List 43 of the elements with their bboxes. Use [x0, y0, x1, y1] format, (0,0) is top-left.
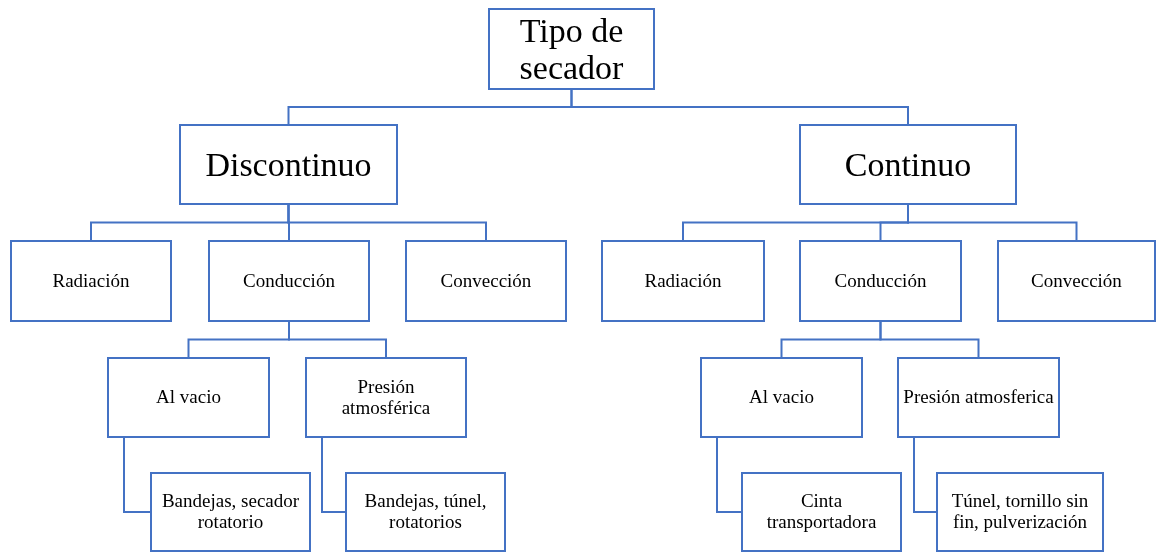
- type-box: [345, 472, 506, 552]
- category-box: [799, 124, 1017, 205]
- category-box: [179, 124, 398, 205]
- type-box: [741, 472, 902, 552]
- node-label: Presión atmosferica: [903, 387, 1054, 408]
- node-label: Bandejas, túnel, rotatorios: [363, 491, 488, 533]
- node-label: Tipo de secador: [518, 11, 625, 87]
- node-label: Conducción: [243, 270, 335, 292]
- node-label: Convección: [1031, 270, 1122, 292]
- node-label: Al vacio: [156, 387, 221, 408]
- connector-line: [288, 321, 387, 358]
- type-box: [405, 240, 567, 322]
- node-label: Presión atmosférica: [340, 376, 432, 419]
- type-box: [936, 472, 1104, 552]
- type-box: [305, 357, 467, 438]
- category-box: [488, 8, 655, 90]
- node-label: Cinta transportadora: [765, 491, 878, 533]
- node-label: Discontinuo: [205, 145, 372, 184]
- node-label: Bandejas, secador rotatorio: [160, 491, 301, 533]
- connector-line: [716, 437, 742, 513]
- connector-line: [570, 89, 909, 125]
- node-label: Al vacio: [749, 387, 814, 408]
- node-label: Conducción: [834, 270, 927, 292]
- connector-line: [907, 204, 1078, 241]
- node-label: Radiación: [52, 270, 130, 292]
- type-box: [601, 240, 765, 322]
- connector-line: [287, 204, 487, 241]
- type-box: [700, 357, 863, 438]
- node-label: Túnel, tornillo sin fin, pulverización: [950, 491, 1090, 533]
- connector-line: [913, 437, 937, 513]
- connector-line: [321, 437, 346, 513]
- type-box: [799, 240, 962, 322]
- connector-line: [123, 437, 151, 513]
- node-label: Convección: [440, 270, 532, 292]
- type-box: [10, 240, 172, 322]
- type-box: [107, 357, 270, 438]
- node-label: Radiación: [644, 270, 722, 292]
- type-box: [997, 240, 1156, 322]
- type-box: [897, 357, 1060, 438]
- node-label: Continuo: [844, 145, 972, 184]
- type-box: [150, 472, 311, 552]
- type-box: [208, 240, 370, 322]
- connector-line: [879, 321, 980, 358]
